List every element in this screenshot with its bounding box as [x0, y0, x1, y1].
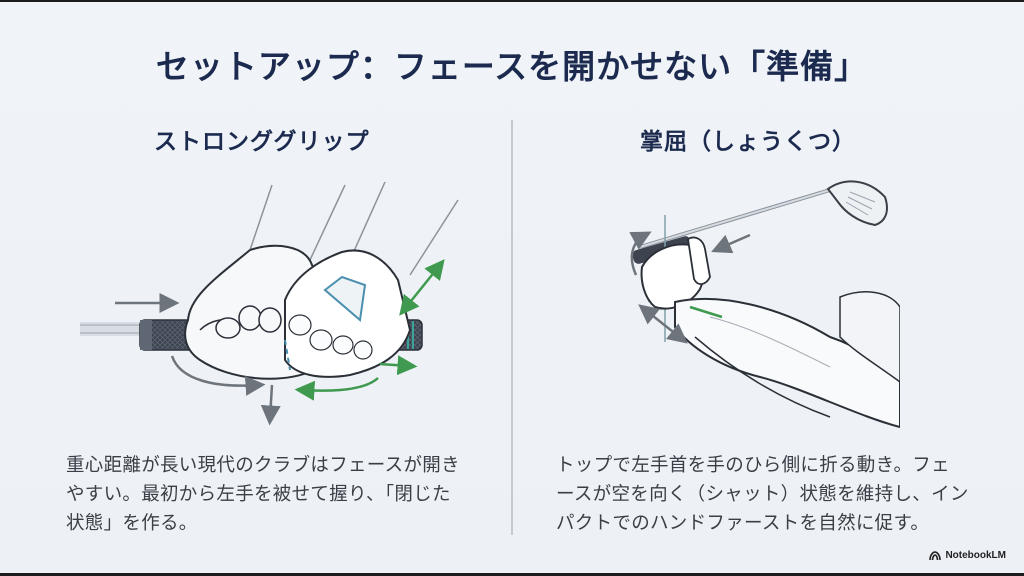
wrist-flexion-heading: 掌屈（しょうくつ） — [640, 129, 856, 155]
description-line: 重心距離が長い現代のクラブはフェースが開き — [66, 455, 460, 476]
wrist-flexion-illustration — [600, 167, 901, 432]
strong-grip-illustration — [80, 180, 470, 430]
description-line: トップで左手首を手のひら側に折る動き。フェ — [556, 455, 950, 476]
golfer-top-of-swing-icon — [629, 180, 901, 429]
notebooklm-label: NotebookLM — [945, 550, 1006, 561]
column-divider — [511, 120, 513, 535]
description-line: ースが空を向く（シャット）状態を維持し、イン — [556, 484, 969, 505]
notebooklm-logo-icon — [929, 550, 942, 560]
description-line: やすい。最初から左手を被せて握り、「閉じた — [66, 484, 451, 505]
notebooklm-branding: NotebookLM — [929, 550, 1006, 561]
page-title: セットアップ：フェースを開かせない「準備」 — [155, 47, 869, 86]
strong-grip-heading: ストロンググリップ — [154, 129, 370, 155]
description-line: パクトでのハンドファーストを自然に促す。 — [556, 513, 930, 534]
description-line: 状態」を作る。 — [66, 513, 198, 534]
wrist-flexion-description: トップで左手首を手のひら側に折る動き。フェ ースが空を向く（シャット）状態を維持… — [556, 451, 976, 538]
golf-grip-hands-icon — [80, 181, 459, 426]
strong-grip-description: 重心距離が長い現代のクラブはフェースが開き やすい。最初から左手を被せて握り、「… — [66, 451, 486, 538]
